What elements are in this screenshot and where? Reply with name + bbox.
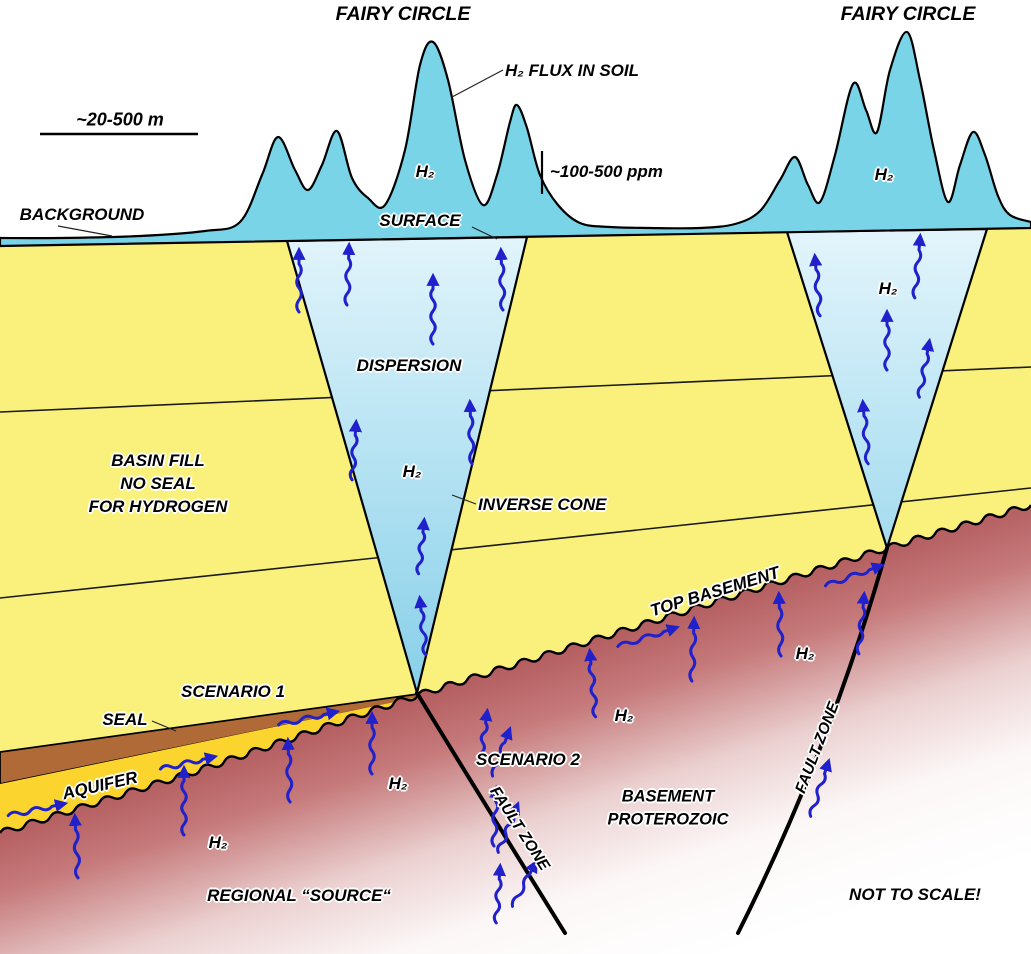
h2-label-basement-2: H₂: [388, 774, 408, 794]
basin-fill-label-line3: FOR HYDROGEN: [88, 497, 228, 517]
h2-label-basement-4: H₂: [795, 644, 815, 664]
scale-bar-label: ~20-500 m: [76, 109, 164, 130]
regional-source-label: REGIONAL “SOURCE“: [207, 886, 391, 906]
h2-label-hump-right: H₂: [874, 165, 894, 185]
fairy-circle-label-left: FAIRY CIRCLE: [335, 2, 471, 25]
h2-label-cone-left: H₂: [402, 462, 422, 482]
basin-fill-label-line1: BASIN FILL: [111, 451, 205, 471]
h2-label-cone-right: H₂: [878, 279, 898, 299]
h2-label-basement-1: H₂: [208, 833, 228, 853]
not-to-scale-label: NOT TO SCALE!: [849, 885, 981, 905]
scenario1-label: SCENARIO 1: [181, 682, 285, 702]
basin-fill-label-line2: NO SEAL: [120, 474, 196, 494]
ppm-scale-label: ~100-500 ppm: [550, 162, 663, 182]
h2-label-basement-3: H₂: [614, 706, 634, 726]
scenario2-label: SCENARIO 2: [476, 750, 580, 770]
surface-label: SURFACE: [379, 211, 461, 231]
h2-label-hump-left: H₂: [415, 162, 435, 182]
inverse-cone-label: INVERSE CONE: [478, 495, 607, 515]
background-label: BACKGROUND: [19, 205, 145, 225]
basement-proterozoic-label-line1: BASEMENT: [621, 787, 715, 806]
fairy-circle-label-right: FAIRY CIRCLE: [840, 2, 976, 25]
h2-flux-label: H₂ FLUX IN SOIL: [505, 61, 639, 81]
dispersion-label: DISPERSION: [356, 356, 462, 376]
seal-label: SEAL: [102, 710, 148, 730]
basement-proterozoic-label-line2: PROTEROZOIC: [607, 810, 729, 829]
